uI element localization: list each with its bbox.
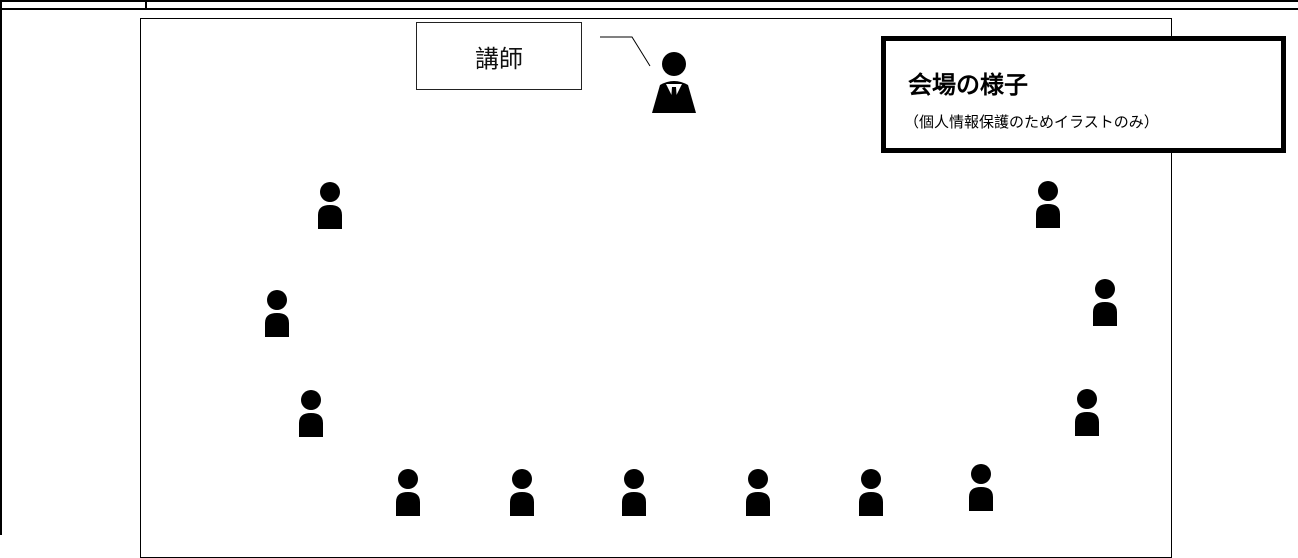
page-frame <box>0 0 1298 535</box>
lecturer-label: 講師 <box>416 22 582 90</box>
person-icon <box>1033 180 1063 230</box>
person-icon <box>743 468 773 518</box>
person-icon <box>856 468 886 518</box>
title-box: 会場の様子 （個人情報保護のためイラストのみ） <box>881 36 1286 153</box>
header-bottom-line <box>0 8 1298 10</box>
person-icon <box>262 289 292 339</box>
lecturer-label-text: 講師 <box>475 44 523 73</box>
header-divider <box>145 0 147 10</box>
diagram-title: 会場の様子 <box>908 71 1028 99</box>
diagram-subtitle: （個人情報保護のためイラストのみ） <box>904 113 1159 131</box>
person-icon <box>315 181 345 231</box>
lecturer-person-icon <box>648 49 700 115</box>
person-icon <box>966 463 996 513</box>
person-icon <box>296 389 326 439</box>
person-icon <box>1072 388 1102 438</box>
person-icon <box>619 468 649 518</box>
lecturer-callout-line <box>600 36 651 67</box>
person-icon <box>507 468 537 518</box>
person-icon <box>393 468 423 518</box>
person-icon <box>1090 278 1120 328</box>
